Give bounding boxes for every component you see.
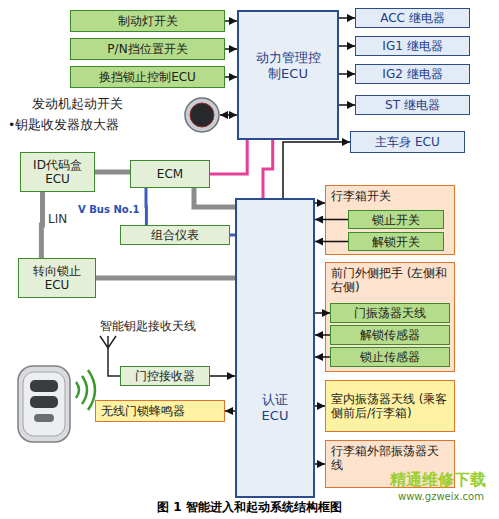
ecu-box: 转向锁止 ECU: [18, 258, 96, 298]
bus-line: [194, 188, 235, 207]
relay-box: IG2 继电器: [355, 64, 470, 84]
signal-arrow: [339, 104, 355, 106]
smart-key-fob: [18, 366, 70, 442]
node-text: 行李箱外部振荡器天线: [331, 444, 449, 472]
node-text: 无线门锁蜂鸣器: [101, 404, 185, 418]
signal-arrow: [339, 45, 355, 47]
sensor-box: 门振荡器天线: [330, 303, 450, 323]
node-text: ST 继电器: [385, 98, 440, 112]
meter-box: 组合仪表: [120, 225, 230, 245]
node-text: 动力管理控制ECU: [255, 50, 321, 82]
signal-arrow: [339, 17, 355, 19]
signal-arrow: [225, 20, 237, 22]
switch-box: 锁止开关: [348, 210, 444, 229]
input-box: 换挡锁止控制ECU: [70, 66, 225, 88]
radio-waves: [76, 370, 95, 410]
node-text: 锁止传感器: [360, 350, 420, 364]
node-text: ACC 继电器: [380, 11, 445, 25]
bus-line: [96, 276, 235, 281]
text-label: 智能钥匙接收天线: [100, 318, 196, 335]
antenna-wire: [108, 348, 120, 376]
node-text: 锁止开关: [372, 213, 420, 227]
node-text: 门控接收器: [135, 369, 195, 383]
relay-box: ST 继电器: [355, 95, 470, 115]
node-text: IG1 继电器: [382, 39, 442, 53]
text-label: V Bus No.1: [78, 204, 139, 215]
node-text: 门振荡器天线: [354, 306, 426, 320]
node-text: 行李箱开关: [331, 189, 449, 203]
bus-line: [95, 170, 130, 175]
signal-arrow: [315, 405, 325, 407]
signal-arrow: [225, 48, 237, 50]
node-text: 转向锁止 ECU: [27, 264, 87, 292]
ecu-box: 认证 ECU: [235, 198, 315, 498]
node-text: 发动机起动开关: [32, 97, 123, 111]
input-box: 制动灯开关: [70, 10, 225, 32]
node-text: IG2 继电器: [382, 67, 442, 81]
sensor-box: 锁止传感器: [330, 347, 450, 367]
signal-arrow: [315, 202, 325, 204]
group-box: 行李箱开关锁止开关解锁开关: [325, 185, 455, 255]
node-text: 认证 ECU: [250, 392, 300, 424]
text-label: 精通维修下载: [390, 470, 486, 491]
sensor-box: 解锁传感器: [330, 325, 450, 345]
start-button-symbol: [184, 96, 220, 134]
antenna-head: [100, 336, 116, 348]
switch-box: 解锁开关: [348, 232, 444, 251]
signal-arrow: [225, 76, 237, 78]
text-label: www.gzweix.com: [398, 491, 484, 502]
signal-arrow: [315, 463, 325, 465]
key-button: [30, 380, 58, 392]
button-ring: [185, 98, 219, 132]
text-label: LIN: [48, 212, 67, 226]
signal-arrow: [220, 114, 237, 116]
group-box: 前门外侧把手 (左侧和右侧) 门振荡器天线解锁传感器锁止传感器: [325, 262, 455, 372]
input-box: P/N挡位置开关: [70, 38, 225, 60]
signal-arrow: [225, 410, 235, 412]
key-button: [34, 414, 54, 422]
node-text: ECM: [157, 167, 183, 181]
buzzer-box: 无线门锁蜂鸣器: [95, 400, 225, 422]
node-text: 换挡锁止控制ECU: [99, 70, 196, 84]
node-text: 室内振荡器天线 (乘客侧前后/行李箱): [331, 392, 449, 420]
node-text: 主车身 ECU: [375, 135, 440, 149]
node-text: •钥匙收发器放大器: [8, 118, 119, 132]
key-button: [30, 396, 58, 408]
ecu-box: ECM: [130, 160, 210, 188]
relay-box: IG1 继电器: [355, 36, 470, 56]
node-text: 制动灯开关: [118, 14, 178, 28]
key-body: [18, 366, 70, 442]
relay-box: ACC 继电器: [355, 8, 470, 28]
signal-arrow: [210, 375, 235, 377]
node-text: 解锁开关: [372, 235, 420, 249]
start-switch: 发动机起动开关 •钥匙收发器放大器: [8, 94, 220, 136]
node-text: 前门外侧把手 (左侧和右侧): [331, 266, 449, 294]
key-face: [23, 372, 65, 436]
bus-line: [41, 192, 42, 258]
wave-arc: [76, 382, 79, 398]
node-text: ID代码盒 ECU: [29, 158, 87, 186]
wave-arc: [88, 370, 95, 410]
signal-arrow: [339, 73, 355, 75]
node-text: 组合仪表: [151, 228, 199, 242]
antenna-box: 室内振荡器天线 (乘客侧前后/行李箱): [325, 380, 455, 432]
node-text: 解锁传感器: [360, 328, 420, 342]
bus-line: [145, 188, 148, 225]
receiver-box: 门控接收器: [120, 366, 210, 386]
ecu-box: 动力管理控制ECU: [237, 10, 339, 140]
bus-line: [263, 140, 273, 198]
bus-line: [210, 140, 247, 174]
button-face: [190, 103, 214, 127]
ecu-box: 主车身 ECU: [350, 131, 465, 153]
antenna-symbol: [100, 336, 120, 376]
node-text: P/N挡位置开关: [107, 42, 187, 56]
wave-arc: [82, 376, 87, 404]
ecu-box: ID代码盒 ECU: [20, 152, 95, 192]
